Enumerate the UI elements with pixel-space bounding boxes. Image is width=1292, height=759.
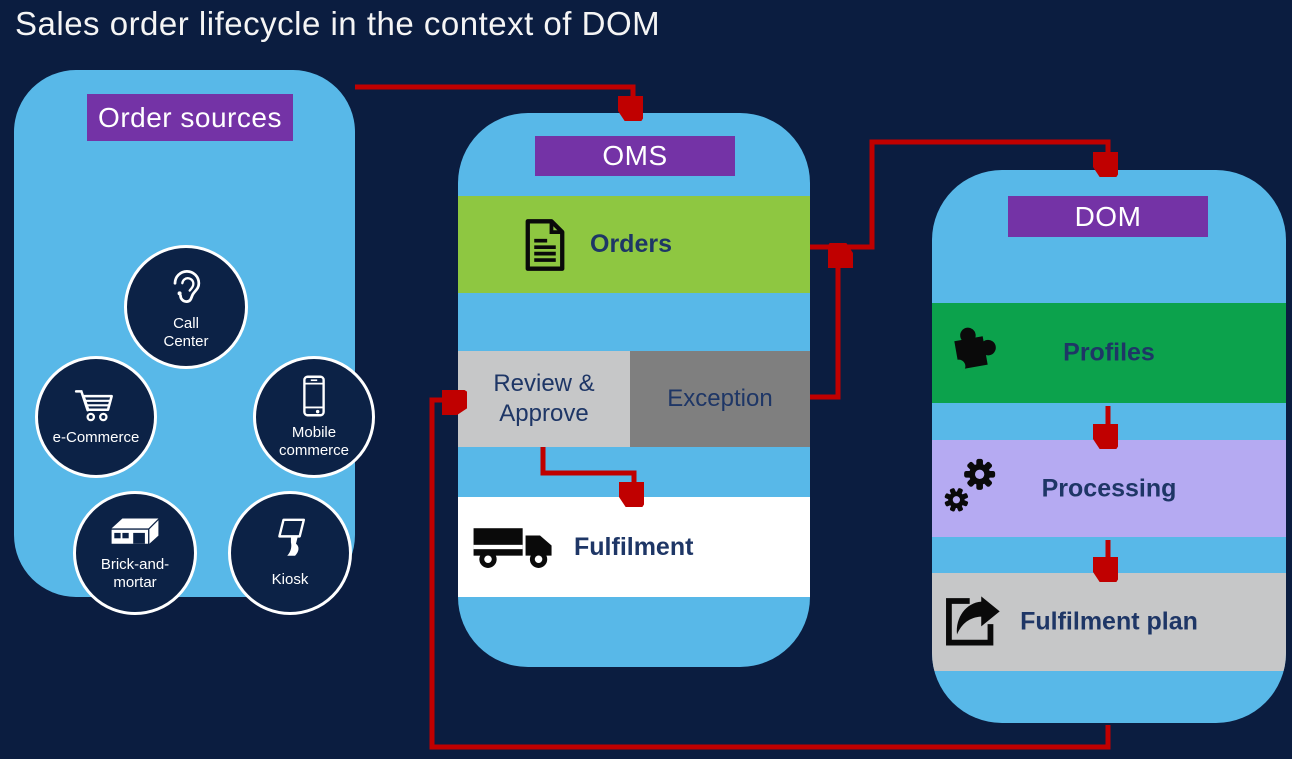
circle-label: Kiosk — [271, 571, 309, 588]
order-sources-panel: Order sources Call Center — [14, 70, 375, 615]
processing-band: Processing — [932, 440, 1286, 537]
circle-kiosk: Kiosk — [228, 491, 352, 615]
dom-panel: DOM Profiles — [932, 170, 1286, 723]
arrow-order-sources-to-oms — [355, 84, 633, 97]
circle-label: Call Center — [163, 315, 209, 350]
arrow-exception-to-orders — [810, 267, 838, 400]
circle-label: Brick-and-mortar — [100, 556, 170, 591]
circle-mobile-commerce: Mobile commerce — [253, 356, 375, 478]
oms-header: OMS — [535, 136, 735, 176]
processing-label: Processing — [1041, 474, 1177, 502]
profiles-label: Profiles — [1063, 338, 1155, 367]
circle-label: e-Commerce — [52, 429, 140, 446]
smartphone-icon — [300, 374, 328, 418]
puzzle-icon — [942, 320, 1004, 387]
circle-call-center: Call Center — [124, 245, 248, 369]
exception-label: Exception — [667, 385, 773, 412]
store-icon — [106, 514, 164, 550]
page-title: Sales order lifecycle in the context of … — [15, 5, 661, 42]
fulfilment-band: Fulfilment — [458, 497, 810, 597]
ear-icon — [164, 263, 208, 309]
truck-icon — [470, 521, 558, 573]
document-icon — [520, 217, 570, 273]
order-sources-header: Order sources — [87, 94, 293, 141]
dom-header: DOM — [1008, 196, 1208, 237]
shopping-cart-icon — [73, 387, 119, 423]
orders-label: Orders — [590, 230, 672, 258]
fulfilment-plan-band: Fulfilment plan — [932, 573, 1286, 671]
orders-band: Orders — [458, 196, 810, 293]
profiles-band: Profiles — [932, 303, 1286, 403]
fulfilment-plan-label: Fulfilment plan — [1020, 607, 1198, 636]
oms-panel: OMS Orders Review & Approve Exception — [458, 113, 810, 667]
circle-e-commerce: e-Commerce — [35, 356, 157, 478]
review-approve-box: Review & Approve — [458, 351, 630, 447]
fulfilment-label: Fulfilment — [574, 532, 694, 561]
exception-box: Exception — [630, 351, 810, 447]
review-exception-row: Review & Approve Exception — [458, 351, 810, 447]
kiosk-icon — [270, 517, 310, 565]
review-approve-label: Review & Approve — [493, 370, 595, 427]
circle-label: Mobile commerce — [278, 424, 349, 459]
circle-brick-and-mortar: Brick-and-mortar — [73, 491, 197, 615]
